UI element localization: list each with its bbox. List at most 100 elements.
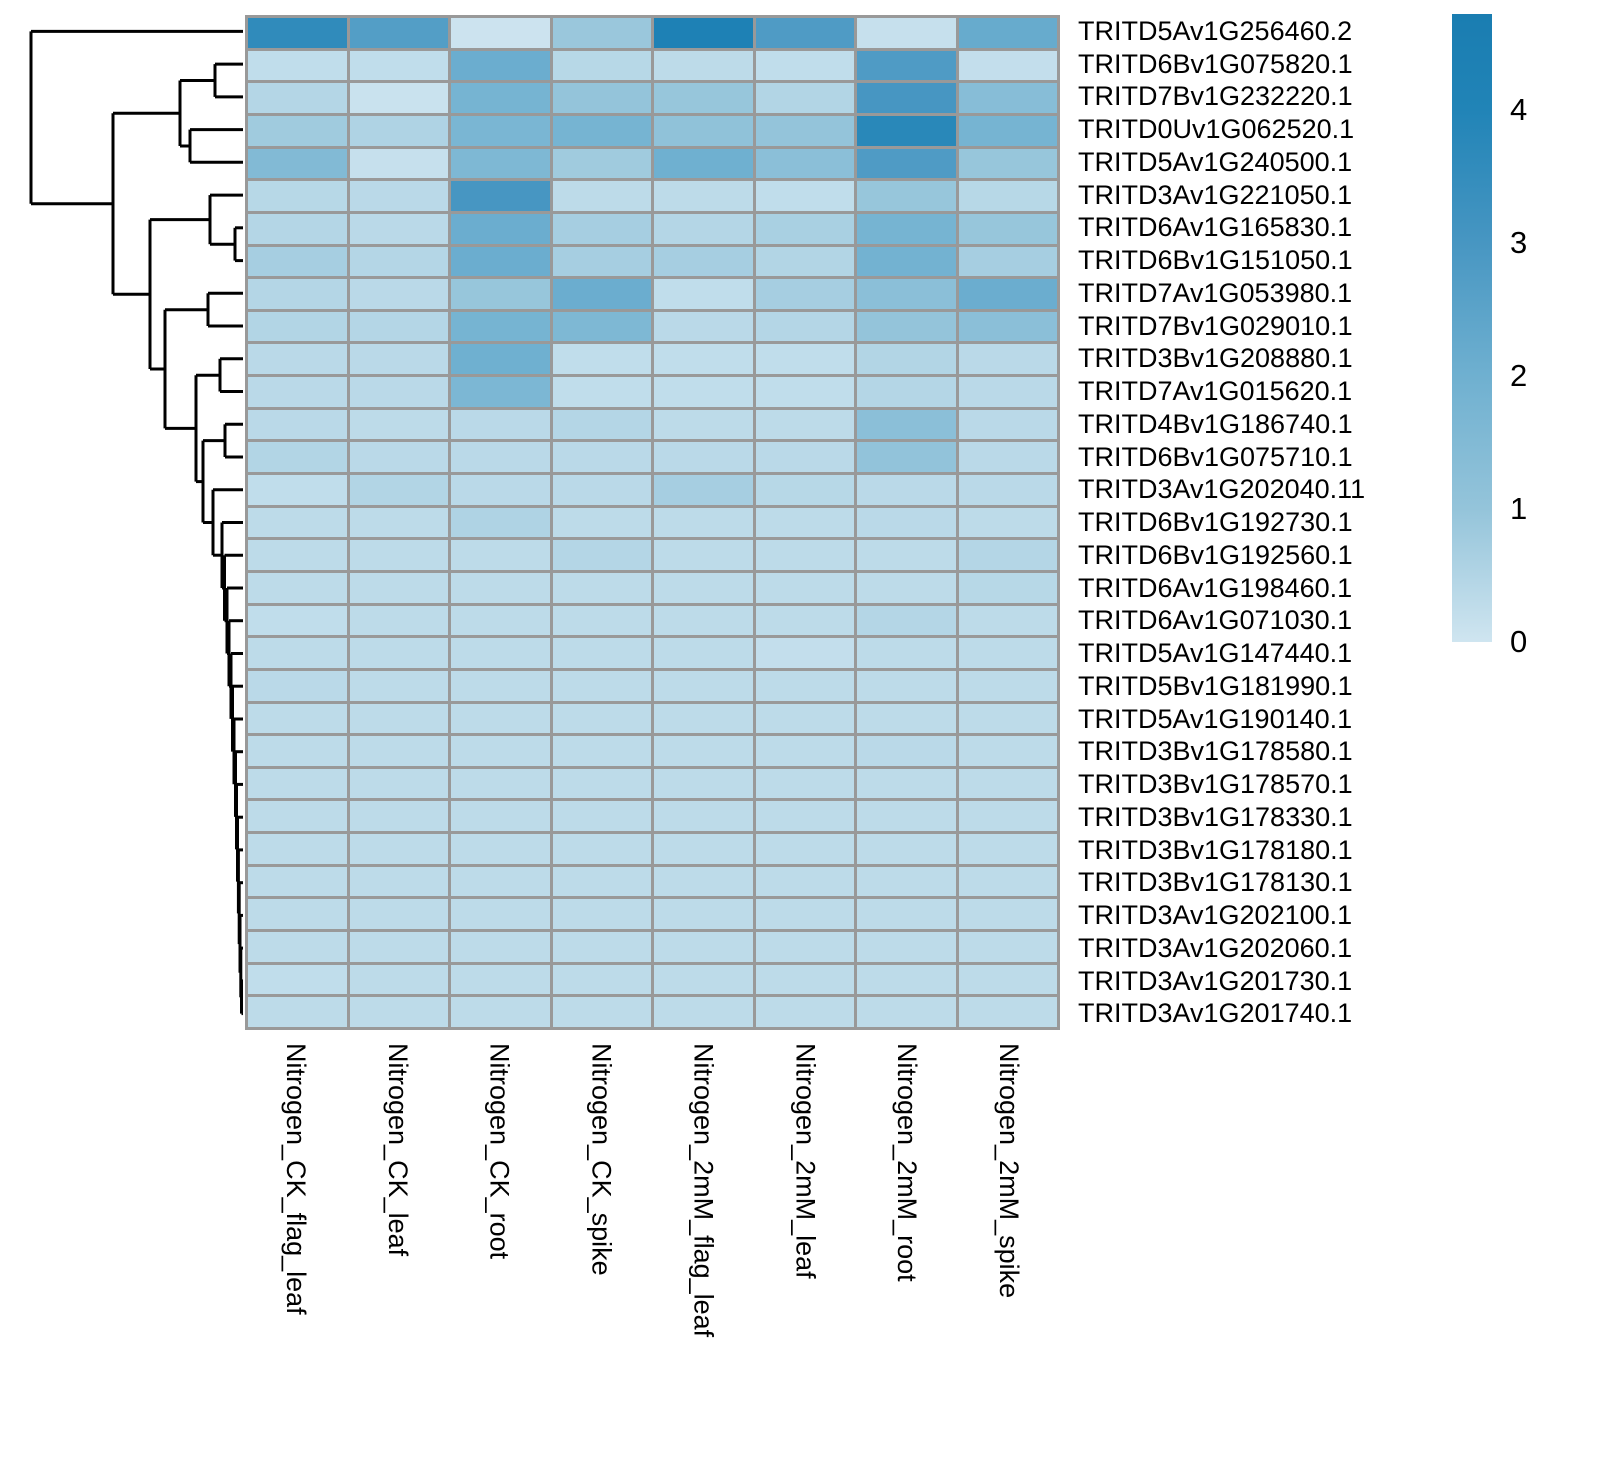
- row-label: TRITD5Av1G240500.1: [1078, 146, 1353, 177]
- legend-colorbar: [1452, 14, 1492, 642]
- heatmap-cell: [958, 540, 1057, 570]
- heatmap-cell: [552, 834, 651, 864]
- heatmap-cell: [349, 605, 448, 636]
- heatmap-cell: [654, 213, 753, 244]
- heatmap-cell: [349, 311, 448, 342]
- heatmap-cell: [654, 997, 753, 1027]
- heatmap-cell: [654, 50, 753, 81]
- row-dendrogram: [29, 29, 243, 1016]
- heatmap-cell: [755, 605, 854, 636]
- heatmap-cell: [654, 964, 753, 995]
- heatmap-cell: [552, 246, 651, 277]
- heatmap-cell: [755, 670, 854, 701]
- heatmap-cell: [654, 572, 753, 603]
- heatmap-cell: [451, 377, 550, 407]
- heatmap-cell: [857, 148, 956, 179]
- heatmap-cell: [248, 409, 347, 440]
- heatmap-cell: [958, 605, 1057, 636]
- heatmap-cell: [654, 768, 753, 799]
- heatmap-cell: [248, 801, 347, 832]
- heatmap-cell: [958, 703, 1057, 734]
- heatmap-cell: [857, 899, 956, 930]
- heatmap-cell: [248, 670, 347, 701]
- heatmap-cell: [755, 540, 854, 570]
- heatmap-cell: [857, 344, 956, 375]
- heatmap-cell: [451, 213, 550, 244]
- column-label: Nitrogen_CK_leaf: [382, 1043, 413, 1257]
- row-label: TRITD3Av1G201730.1: [1078, 965, 1353, 996]
- heatmap-cell: [857, 866, 956, 897]
- heatmap-cell: [755, 344, 854, 375]
- heatmap-cell: [248, 768, 347, 799]
- heatmap-cell: [451, 834, 550, 864]
- heatmap-cell: [755, 475, 854, 505]
- heatmap-cell: [248, 736, 347, 766]
- heatmap-cell: [248, 475, 347, 505]
- heatmap-cell: [958, 997, 1057, 1027]
- heatmap-cell: [958, 442, 1057, 473]
- heatmap-cell: [755, 834, 854, 864]
- heatmap-cell: [248, 964, 347, 995]
- row-label: TRITD6Av1G071030.1: [1078, 605, 1353, 636]
- heatmap-cell: [349, 964, 448, 995]
- heatmap-cell: [958, 572, 1057, 603]
- legend-tick-label: 2: [1510, 357, 1528, 393]
- row-label: TRITD7Av1G015620.1: [1078, 376, 1353, 407]
- heatmap-cell: [552, 540, 651, 570]
- heatmap-cell: [451, 572, 550, 603]
- heatmap-cell: [451, 997, 550, 1027]
- heatmap-cell: [755, 507, 854, 538]
- heatmap-cell: [654, 115, 753, 146]
- heatmap-cell: [654, 311, 753, 342]
- heatmap-cell: [755, 768, 854, 799]
- heatmap-cell: [552, 638, 651, 668]
- heatmap-cell: [755, 801, 854, 832]
- heatmap-cell: [755, 703, 854, 734]
- heatmap-cell: [552, 83, 651, 113]
- heatmap-cell: [857, 409, 956, 440]
- row-label: TRITD5Bv1G181990.1: [1078, 670, 1353, 701]
- heatmap-cell: [451, 899, 550, 930]
- heatmap-cell: [654, 932, 753, 962]
- heatmap-cell: [349, 866, 448, 897]
- heatmap-cell: [349, 932, 448, 962]
- row-label: TRITD6Av1G165830.1: [1078, 212, 1353, 243]
- heatmap-cell: [451, 638, 550, 668]
- heatmap-cell: [958, 18, 1057, 48]
- heatmap-cell: [451, 246, 550, 277]
- heatmap-cell: [349, 834, 448, 864]
- heatmap-cell: [451, 18, 550, 48]
- heatmap-cell: [248, 311, 347, 342]
- heatmap-cell: [958, 115, 1057, 146]
- heatmap-cell: [248, 638, 347, 668]
- heatmap-cell: [552, 605, 651, 636]
- heatmap-cell: [248, 18, 347, 48]
- heatmap-cell: [755, 311, 854, 342]
- heatmap-cell: [451, 703, 550, 734]
- heatmap-cell: [857, 964, 956, 995]
- heatmap-cell: [349, 801, 448, 832]
- row-label: TRITD6Bv1G075820.1: [1078, 48, 1353, 79]
- heatmap-cell: [958, 736, 1057, 766]
- heatmap-cell: [654, 279, 753, 309]
- heatmap-cell: [552, 148, 651, 179]
- heatmap-cell: [248, 866, 347, 897]
- heatmap-cell: [958, 475, 1057, 505]
- heatmap-cell: [451, 507, 550, 538]
- heatmap-cell: [349, 409, 448, 440]
- heatmap-cell: [755, 148, 854, 179]
- heatmap-grid: [245, 15, 1060, 1030]
- heatmap-cell: [552, 572, 651, 603]
- heatmap-cell: [857, 736, 956, 766]
- heatmap-cell: [958, 768, 1057, 799]
- heatmap-cell: [958, 344, 1057, 375]
- row-label: TRITD3Av1G201740.1: [1078, 998, 1353, 1029]
- heatmap-cell: [248, 279, 347, 309]
- heatmap-cell: [958, 181, 1057, 211]
- heatmap-cell: [552, 18, 651, 48]
- heatmap-cell: [248, 605, 347, 636]
- row-label: TRITD5Av1G147440.1: [1078, 638, 1353, 669]
- heatmap-cell: [654, 605, 753, 636]
- heatmap-cell: [654, 18, 753, 48]
- heatmap-cell: [451, 50, 550, 81]
